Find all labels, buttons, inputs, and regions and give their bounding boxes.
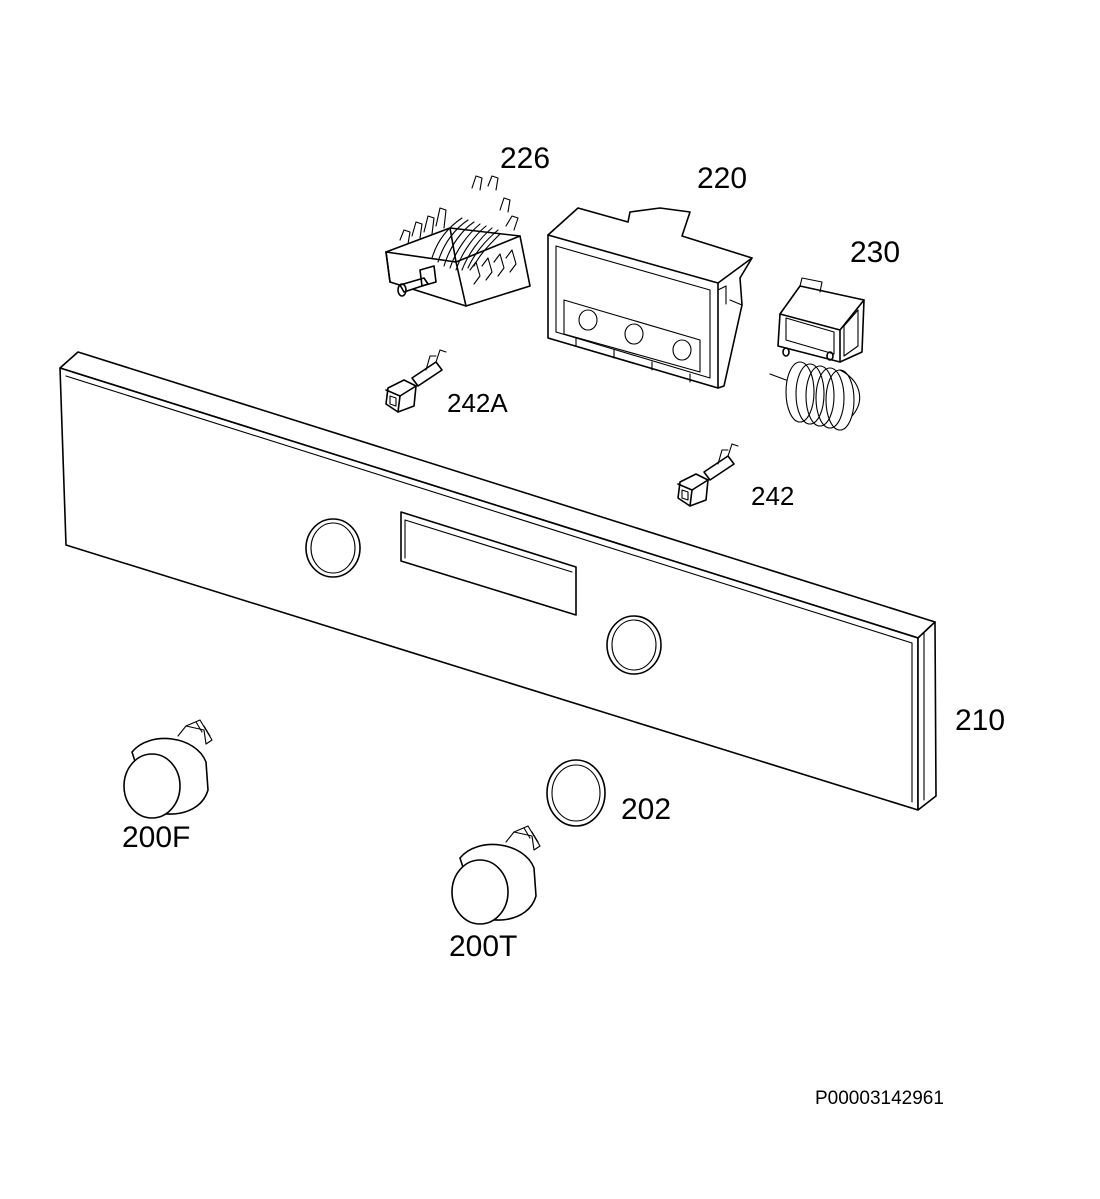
label-220: 220 bbox=[697, 162, 748, 195]
document-id: P00003142961 bbox=[815, 1088, 944, 1109]
display-bracket bbox=[547, 207, 753, 389]
switch-242 bbox=[677, 443, 739, 507]
label-242a: 242A bbox=[447, 388, 508, 418]
rotary-selector-switch bbox=[385, 175, 531, 307]
label-242: 242 bbox=[751, 481, 795, 511]
control-panel-fascia bbox=[59, 351, 937, 811]
switch-242a bbox=[385, 349, 447, 413]
label-200t: 200T bbox=[449, 930, 518, 963]
label-200f: 200F bbox=[122, 821, 191, 854]
knob-200f bbox=[123, 719, 213, 819]
label-230: 230 bbox=[850, 236, 901, 269]
thermostat bbox=[769, 277, 865, 431]
label-226: 226 bbox=[500, 142, 551, 175]
label-202: 202 bbox=[621, 793, 672, 826]
label-210: 210 bbox=[955, 704, 1006, 737]
knob-200t bbox=[451, 825, 541, 925]
display-ring bbox=[546, 759, 606, 827]
